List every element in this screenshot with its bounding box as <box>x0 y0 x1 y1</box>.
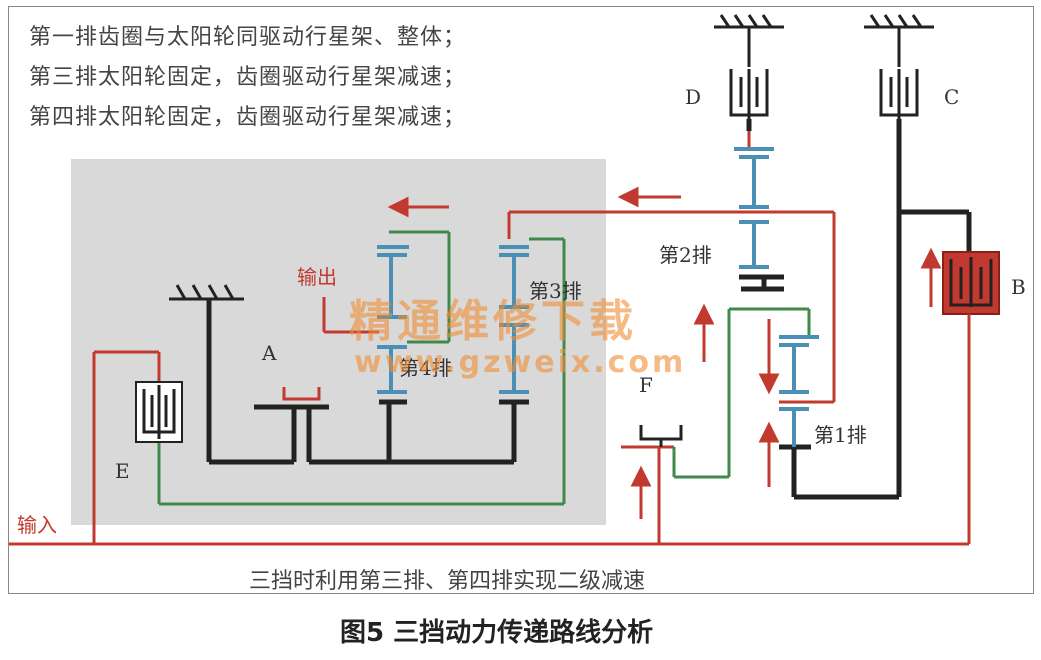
figure-caption: 图5 三挡动力传递路线分析 <box>340 618 654 648</box>
label-row-1: 第1排 <box>814 423 867 447</box>
label-e: E <box>115 459 130 483</box>
label-input: 输入 <box>17 513 57 537</box>
green-power-lines <box>157 230 811 506</box>
watermark-url: www.gzweix.com <box>354 345 687 380</box>
label-row-4: 第4排 <box>399 356 452 380</box>
brake-d <box>729 69 769 119</box>
label-f: F <box>639 373 653 397</box>
diagram-frame: 第一排齿圈与太阳轮同驱动行星架、整体； 第三排太阳轮固定，齿圈驱动行星架减速； … <box>8 6 1034 594</box>
watermark-text: 精通维修下载 <box>349 296 637 347</box>
label-row-3: 第3排 <box>529 279 582 303</box>
footnote: 三挡时利用第三排、第四排实现二级减速 <box>249 569 646 594</box>
label-output: 输出 <box>297 265 337 289</box>
ground-symbol-d <box>714 14 784 67</box>
planetary-gears-blue <box>377 147 819 447</box>
label-a: A <box>262 341 277 365</box>
label-row-2: 第2排 <box>659 243 712 267</box>
label-d: D <box>685 85 702 109</box>
red-power-lines <box>9 131 971 546</box>
clutch-e <box>142 385 176 439</box>
brake-c <box>879 69 919 119</box>
header-line-2: 第三排太阳轮固定，齿圈驱动行星架减速； <box>29 65 467 90</box>
header-line-3: 第四排太阳轮固定，齿圈驱动行星架减速； <box>29 105 467 130</box>
label-b: B <box>1011 275 1026 299</box>
ground-symbol-c <box>864 14 934 67</box>
brake-b <box>949 257 993 307</box>
transmission-diagram <box>9 14 1000 546</box>
clutch-f <box>639 425 683 447</box>
red-arrows <box>387 186 942 519</box>
header-line-1: 第一排齿圈与太阳轮同驱动行星架、整体； <box>29 25 467 50</box>
black-shafts <box>206 119 972 500</box>
label-c: C <box>944 85 960 109</box>
